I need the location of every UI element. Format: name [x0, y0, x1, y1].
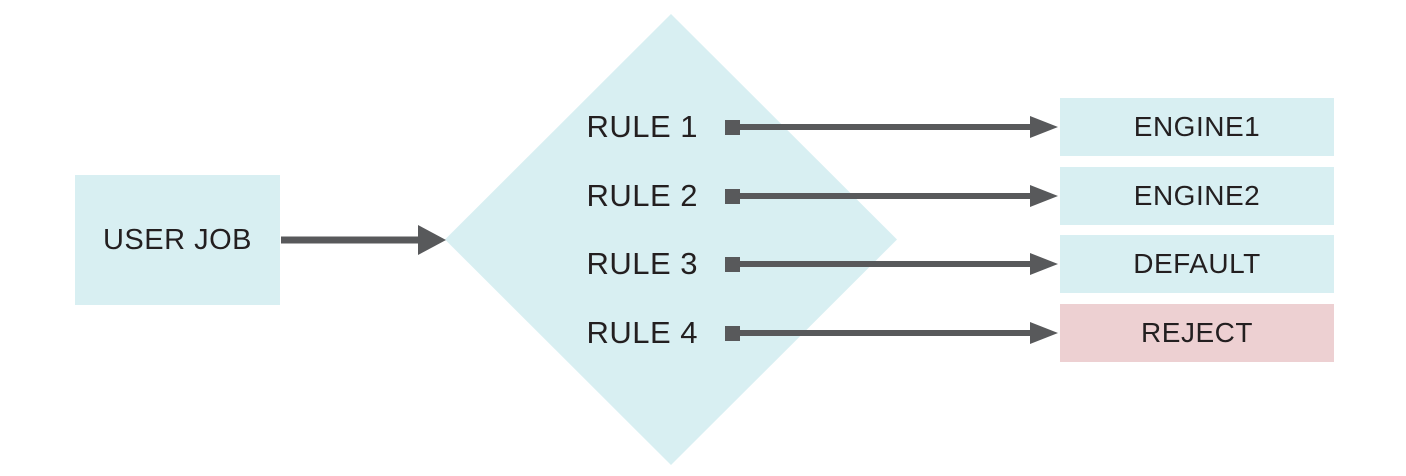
arrow-square-marker: [725, 189, 740, 204]
target-engine2-label: ENGINE2: [1133, 180, 1261, 211]
user-job-node: USER JOB: [75, 175, 280, 305]
arrow-square-marker: [725, 120, 740, 135]
arrow-head: [1030, 322, 1058, 344]
user-job-label: USER JOB: [102, 223, 253, 256]
target-node-engine1: ENGINE1: [1060, 98, 1334, 156]
rule-1-arrow: [725, 116, 1058, 138]
target-node-default: DEFAULT: [1060, 235, 1334, 293]
target-reject-label: REJECT: [1141, 317, 1253, 348]
target-node-engine2: ENGINE2: [1060, 167, 1334, 225]
target-engine1-label: ENGINE1: [1133, 111, 1261, 142]
rule-3-label: RULE 3: [586, 246, 698, 281]
target-default-label: DEFAULT: [1133, 248, 1261, 279]
decision-diamond: [445, 14, 897, 465]
target-node-reject: REJECT: [1060, 304, 1334, 362]
arrow-head: [1030, 253, 1058, 275]
arrow-square-marker: [725, 326, 740, 341]
user-job-to-decision-arrow: [281, 225, 446, 255]
rule-2-label: RULE 2: [586, 178, 698, 213]
rule-2-arrow: [725, 185, 1058, 207]
rule-3-arrow: [725, 253, 1058, 275]
rule-4-arrow: [725, 322, 1058, 344]
arrow-head: [418, 225, 446, 255]
arrow-head: [1030, 116, 1058, 138]
rule-4-label: RULE 4: [586, 315, 698, 350]
rule-1-label: RULE 1: [586, 109, 698, 144]
arrow-head: [1030, 185, 1058, 207]
arrow-square-marker: [725, 257, 740, 272]
